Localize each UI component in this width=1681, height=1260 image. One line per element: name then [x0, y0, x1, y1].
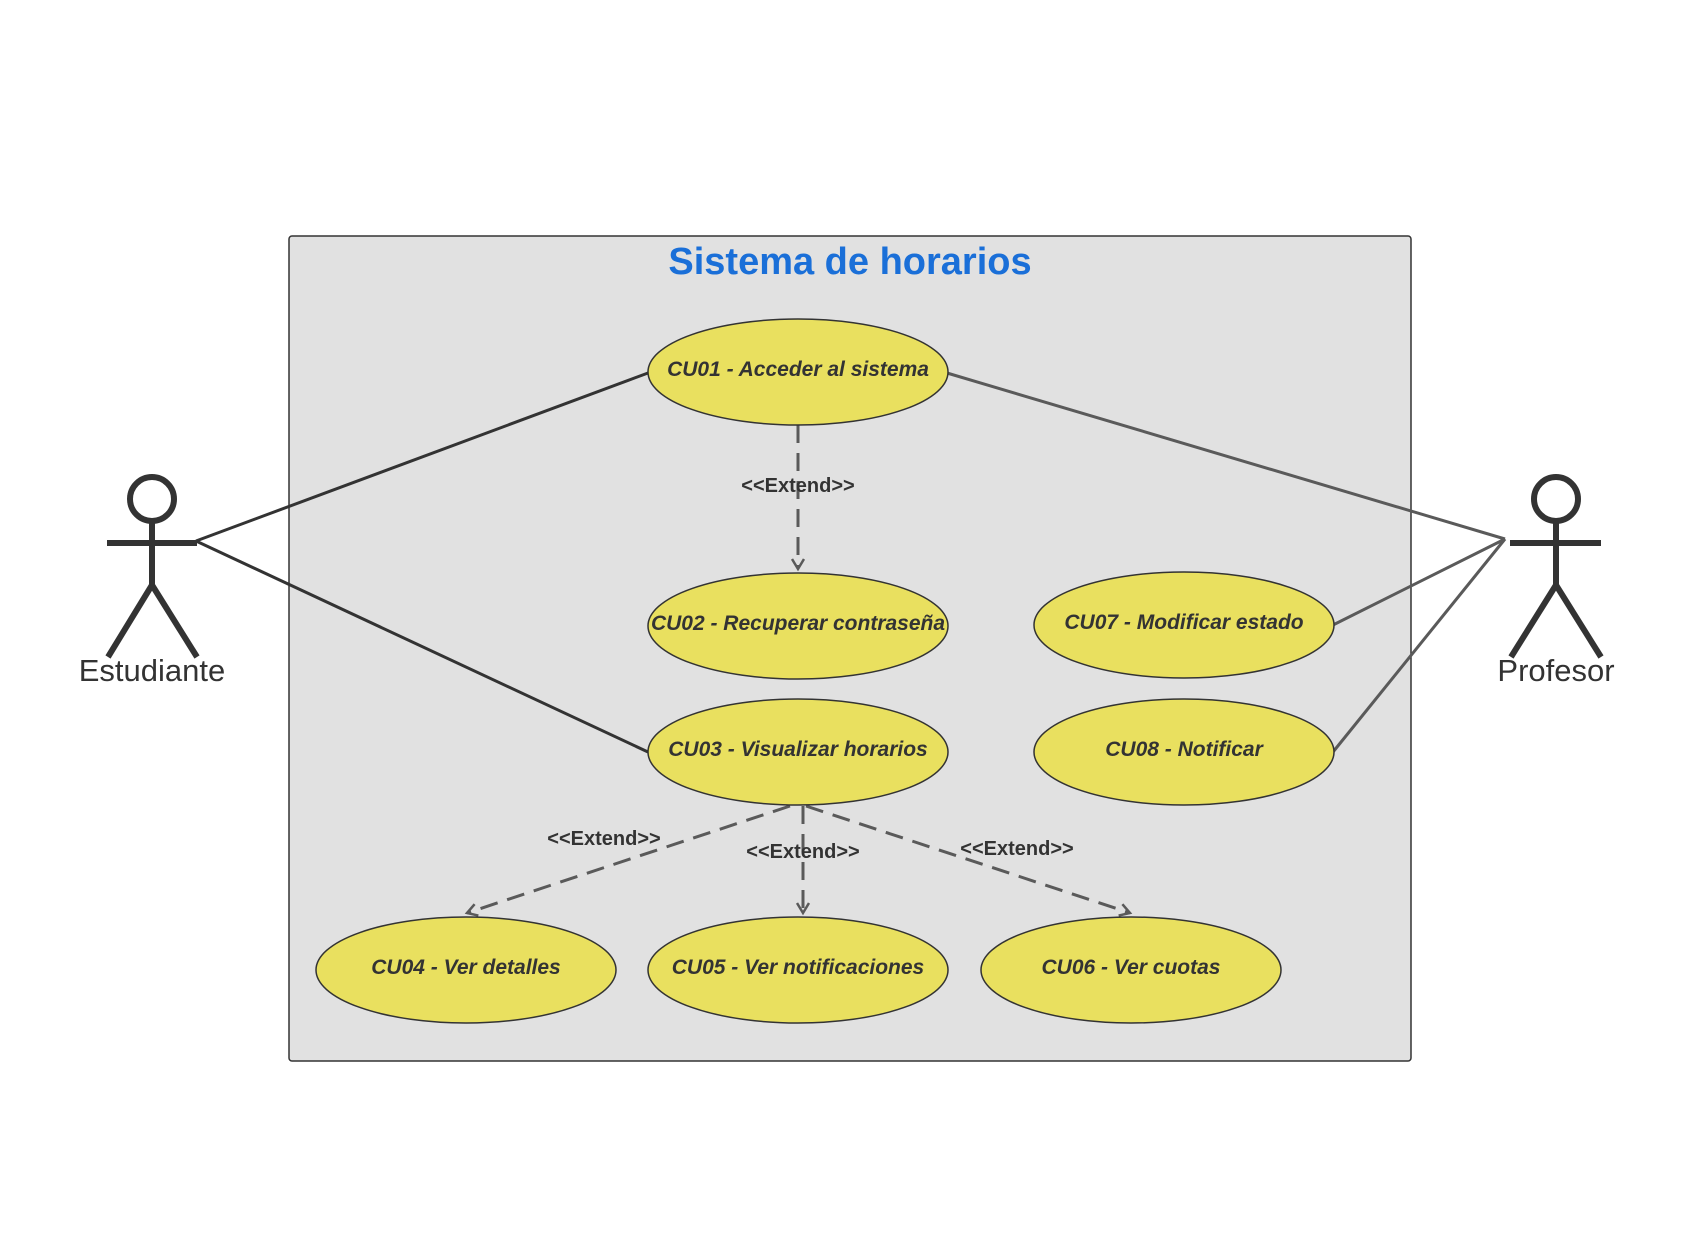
use-case-cu07[interactable]: CU07 - Modificar estado — [1033, 571, 1335, 679]
use-case-cu01[interactable]: CU01 - Acceder al sistema — [647, 318, 949, 426]
association-profesor-cu08 — [1331, 538, 1507, 753]
use-case-label: CU06 - Ver cuotas — [1042, 956, 1221, 979]
extend-label-cu05: <<Extend>> — [746, 841, 859, 863]
system-title: Sistema de horarios — [668, 241, 1031, 283]
use-case-cu08[interactable]: CU08 - Notificar — [1033, 698, 1335, 806]
extend-label-cu02: <<Extend>> — [741, 475, 854, 497]
extend-cu03-cu04 — [467, 804, 791, 913]
actor-label-estudiante: Estudiante — [79, 653, 226, 688]
association-profesor-cu07 — [1332, 537, 1506, 627]
stick-figure-icon — [1508, 474, 1604, 659]
use-case-label: CU03 - Visualizar horarios — [668, 738, 927, 761]
use-case-label: CU01 - Acceder al sistema — [667, 358, 929, 381]
use-case-label: CU07 - Modificar estado — [1064, 611, 1303, 634]
use-case-cu05[interactable]: CU05 - Ver notificaciones — [647, 916, 949, 1024]
use-case-cu03[interactable]: CU03 - Visualizar horarios — [647, 698, 949, 806]
extend-label-cu04: <<Extend>> — [547, 828, 660, 850]
use-case-label: CU08 - Notificar — [1105, 738, 1264, 761]
extend-cu03-cu06 — [805, 804, 1130, 913]
use-case-cu04[interactable]: CU04 - Ver detalles — [315, 916, 617, 1024]
use-case-label: CU05 - Ver notificaciones — [672, 956, 924, 979]
actor-profesor[interactable]: Profesor — [1497, 474, 1615, 688]
use-case-cu06[interactable]: CU06 - Ver cuotas — [980, 916, 1282, 1024]
use-case-label: CU02 - Recuperar contraseña — [651, 612, 945, 635]
association-estudiante-cu03 — [195, 539, 649, 754]
association-profesor-cu01 — [946, 371, 1506, 541]
use-case-label: CU04 - Ver detalles — [371, 956, 560, 979]
actor-label-profesor: Profesor — [1497, 653, 1614, 688]
association-estudiante-cu01 — [195, 371, 649, 543]
use-case-cu02[interactable]: CU02 - Recuperar contraseña — [647, 572, 949, 680]
actor-estudiante[interactable]: Estudiante — [79, 474, 226, 688]
stick-figure-icon — [105, 474, 200, 659]
extend-label-cu06: <<Extend>> — [960, 838, 1073, 860]
